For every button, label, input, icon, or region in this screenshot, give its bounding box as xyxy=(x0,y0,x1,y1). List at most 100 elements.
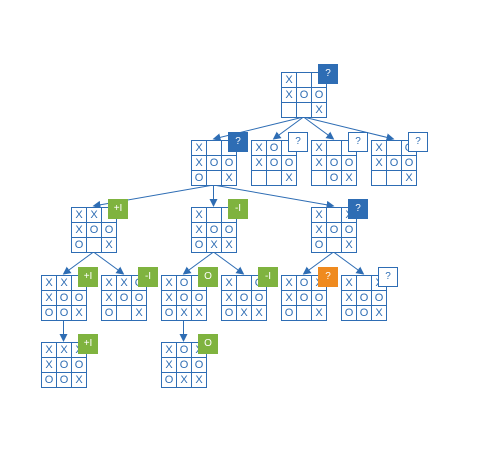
board-cell: O xyxy=(72,291,87,306)
board-cell xyxy=(282,103,297,118)
board-cell: X xyxy=(177,373,192,388)
board-cell: O xyxy=(177,343,192,358)
board-cell: O xyxy=(252,291,267,306)
board-cell: X xyxy=(42,291,57,306)
board-cell: X xyxy=(282,171,297,186)
board-cell: O xyxy=(57,291,72,306)
board-cell: O xyxy=(207,223,222,238)
board-cell: O xyxy=(42,373,57,388)
board-cell: O xyxy=(42,306,57,321)
board-cell: O xyxy=(207,156,222,171)
board-cell: O xyxy=(177,276,192,291)
board-cell: X xyxy=(372,141,387,156)
board-cell: O xyxy=(222,223,237,238)
board-cell: O xyxy=(192,291,207,306)
tree-edge-a3-to-a3b xyxy=(333,251,365,275)
board-cell xyxy=(297,306,312,321)
board-cell: O xyxy=(372,291,387,306)
board-cell: X xyxy=(312,141,327,156)
board-cell xyxy=(372,171,387,186)
board-cell: O xyxy=(222,306,237,321)
board-cell: X xyxy=(312,156,327,171)
board-cell xyxy=(207,208,222,223)
board-cell: X xyxy=(72,223,87,238)
board-cell: X xyxy=(192,156,207,171)
board-cell: O xyxy=(87,223,102,238)
board-cell xyxy=(117,306,132,321)
board-cell: O xyxy=(282,156,297,171)
board-cell: O xyxy=(57,358,72,373)
board-cell: X xyxy=(72,373,87,388)
board-cell: X xyxy=(237,306,252,321)
board-cell xyxy=(312,171,327,186)
node-value-badge: ? xyxy=(348,199,368,219)
tree-edge-a2-to-a2b xyxy=(213,251,245,275)
board-cell: O xyxy=(57,306,72,321)
board-cell: X xyxy=(132,306,147,321)
tree-edge-a1-to-a1b xyxy=(93,251,125,275)
board-cell: X xyxy=(252,306,267,321)
board-cell: O xyxy=(132,291,147,306)
board-cell: X xyxy=(312,208,327,223)
board-cell xyxy=(387,171,402,186)
board-cell xyxy=(297,103,312,118)
board-cell: X xyxy=(372,156,387,171)
board-cell: O xyxy=(327,171,342,186)
board-cell xyxy=(267,171,282,186)
board-cell: X xyxy=(42,343,57,358)
board-cell: X xyxy=(102,238,117,253)
board-cell: X xyxy=(282,73,297,88)
board-cell: O xyxy=(102,306,117,321)
board-cell: X xyxy=(402,171,417,186)
board-cell: O xyxy=(297,291,312,306)
board-cell: X xyxy=(282,291,297,306)
node-value-badge: ? xyxy=(318,267,338,287)
board-cell: O xyxy=(342,306,357,321)
board-node-a1a1: XXXXOOOOX xyxy=(41,342,87,388)
node-value-badge: -I xyxy=(258,267,278,287)
board-cell: X xyxy=(342,238,357,253)
board-cell: O xyxy=(117,291,132,306)
board-cell: X xyxy=(222,291,237,306)
board-cell: O xyxy=(342,156,357,171)
board-cell: X xyxy=(312,223,327,238)
board-cell: O xyxy=(267,141,282,156)
board-cell: X xyxy=(117,276,132,291)
board-cell: X xyxy=(312,103,327,118)
board-cell xyxy=(237,276,252,291)
node-value-badge: +I xyxy=(108,199,128,219)
board-cell: X xyxy=(72,208,87,223)
board-cell: O xyxy=(177,291,192,306)
node-value-badge: ? xyxy=(408,132,428,152)
board-cell: X xyxy=(192,208,207,223)
node-value-badge: ? xyxy=(288,132,308,152)
board-cell: X xyxy=(192,223,207,238)
board-cell xyxy=(327,208,342,223)
board-cell: X xyxy=(162,291,177,306)
board-cell xyxy=(357,276,372,291)
board-cell: X xyxy=(282,276,297,291)
board-cell: X xyxy=(42,358,57,373)
board-cell: O xyxy=(162,306,177,321)
board-cell: X xyxy=(177,306,192,321)
board-cell: O xyxy=(327,223,342,238)
board-cell: O xyxy=(192,171,207,186)
board-cell: X xyxy=(222,238,237,253)
board-cell: X xyxy=(252,141,267,156)
board-cell: O xyxy=(102,223,117,238)
board-cell: X xyxy=(102,276,117,291)
board-cell: O xyxy=(267,156,282,171)
board-cell: X xyxy=(222,276,237,291)
board-cell xyxy=(297,73,312,88)
board-cell: X xyxy=(252,156,267,171)
tree-edge-root-to-c xyxy=(303,116,335,140)
node-value-badge: ? xyxy=(348,132,368,152)
board-cell: X xyxy=(162,358,177,373)
board-cell xyxy=(87,238,102,253)
